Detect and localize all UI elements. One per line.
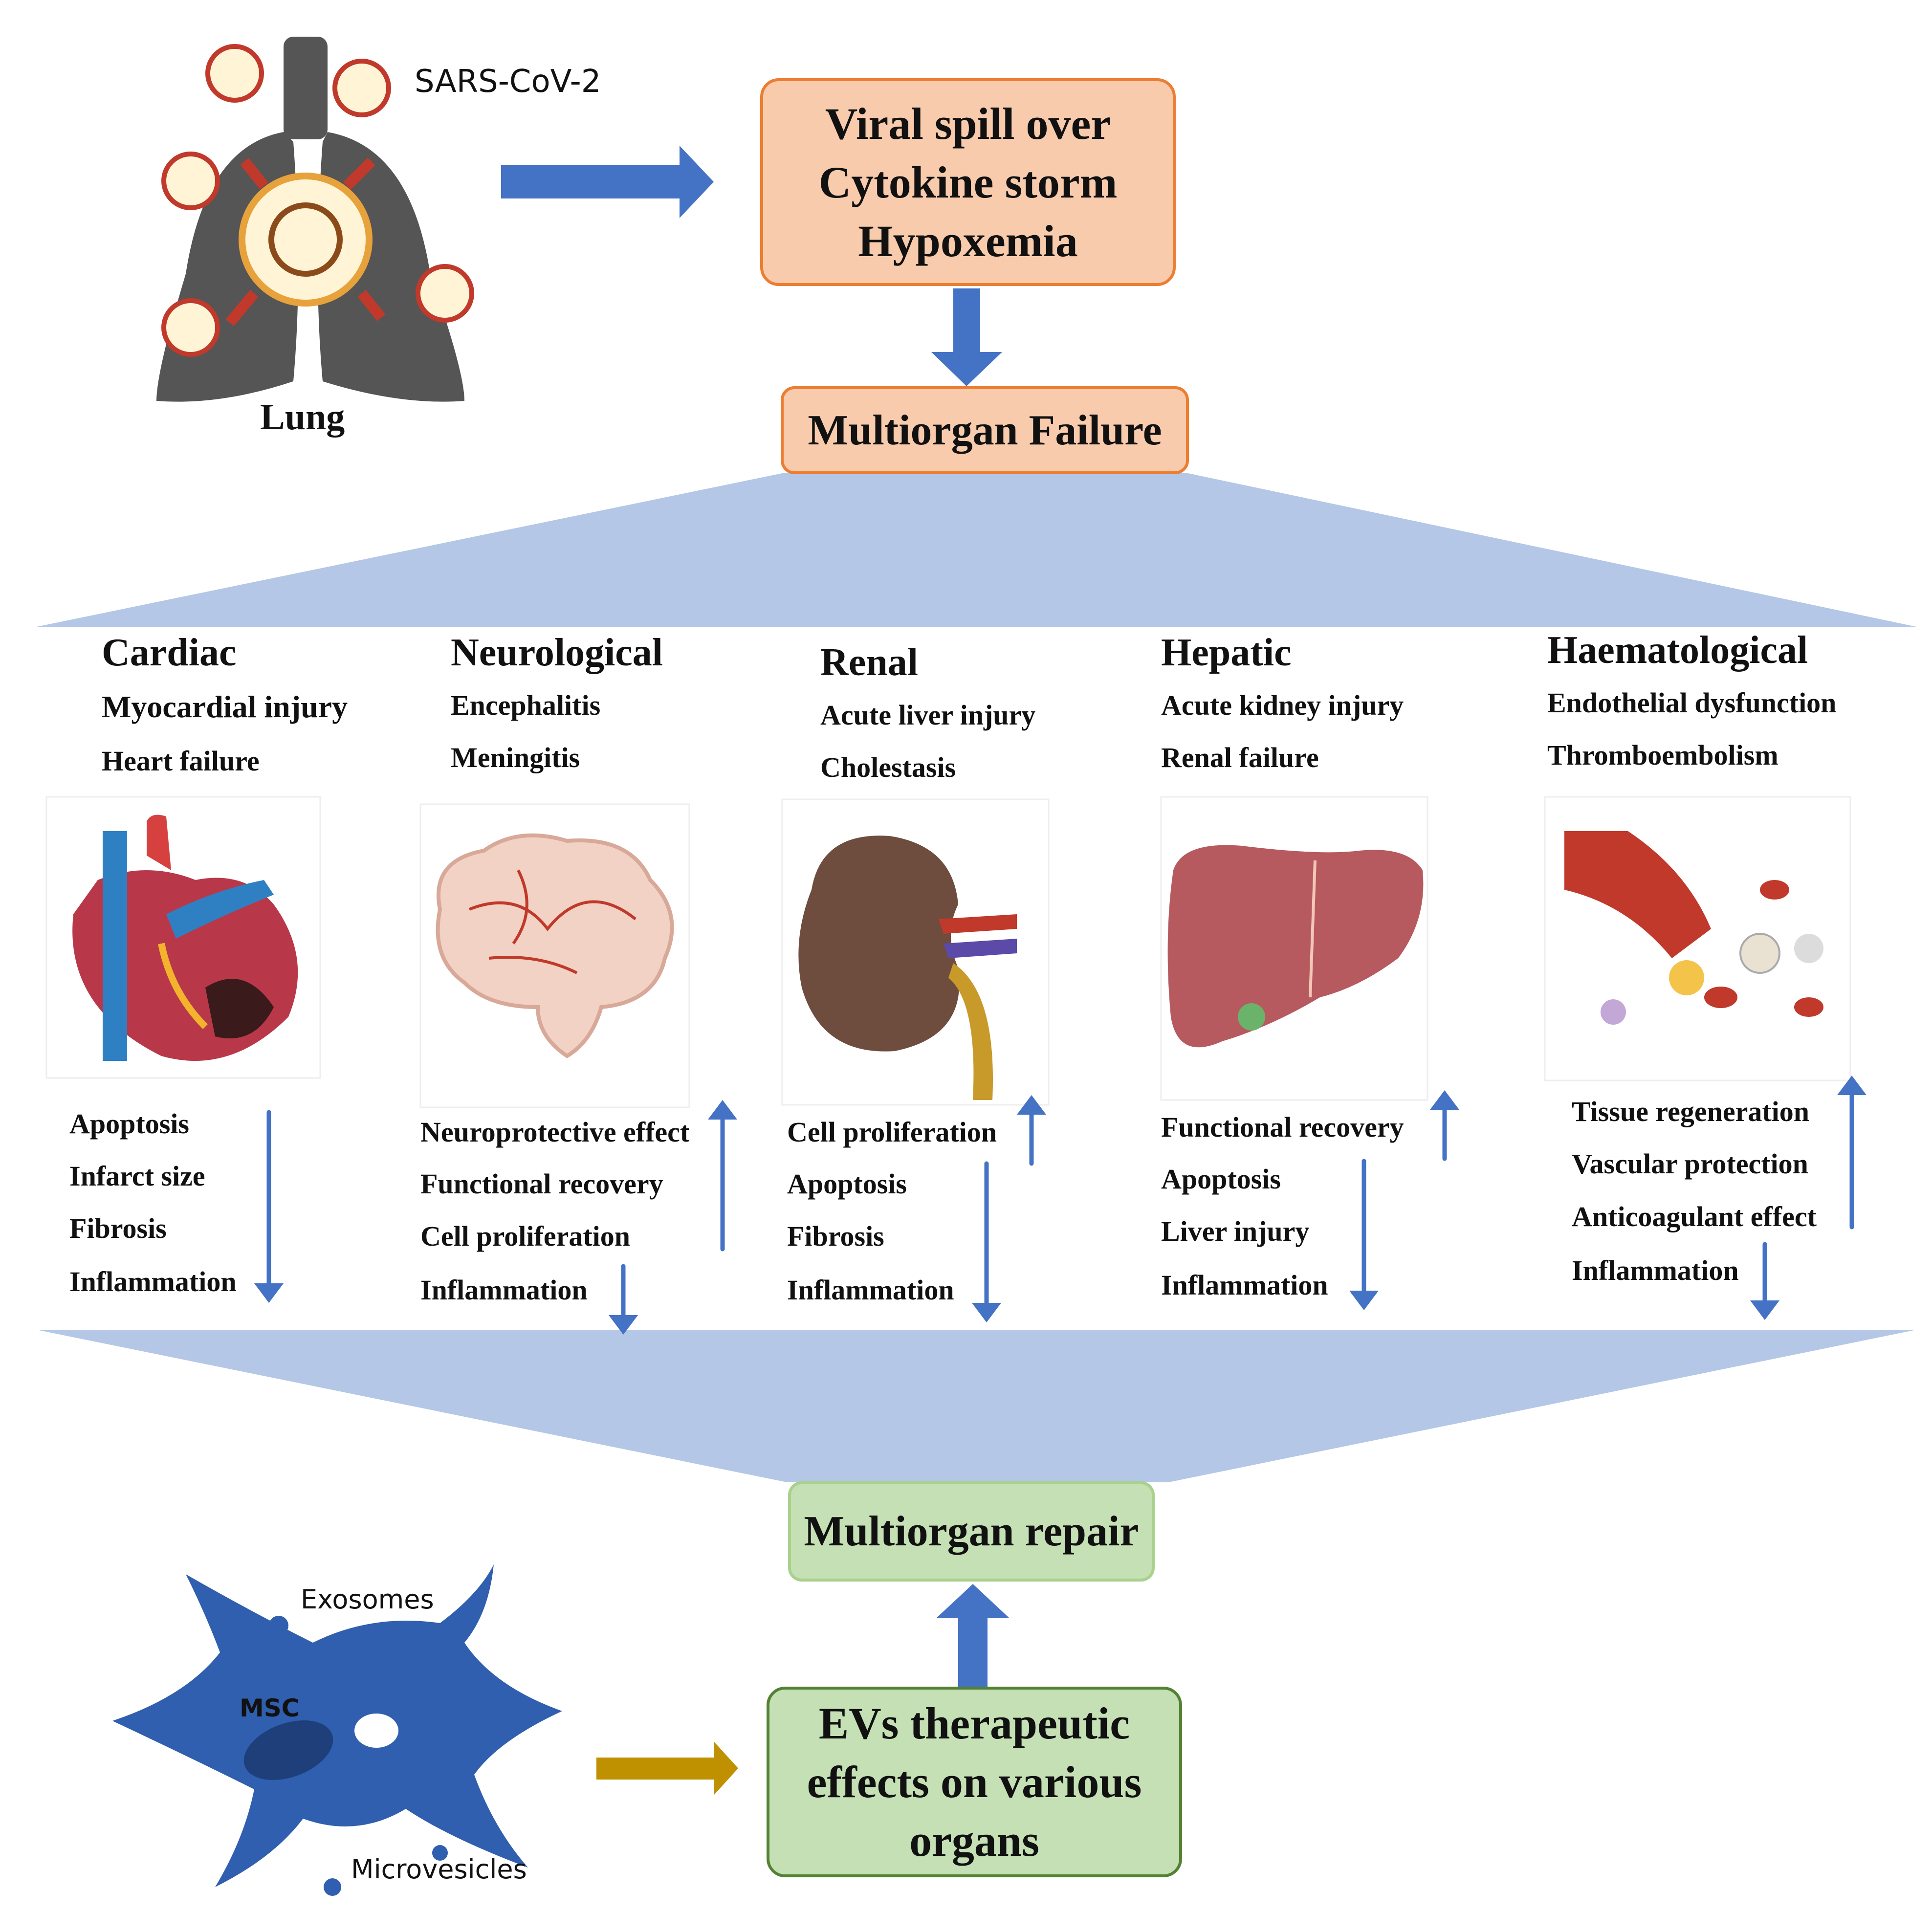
lung-label: Lung: [260, 396, 345, 438]
mechanism-line: Viral spill over: [825, 98, 1111, 149]
repair-box-label: Multiorgan repair: [804, 1508, 1139, 1555]
outcome-down: Inflammation: [1161, 1269, 1328, 1301]
organ-neurological: Neurological Encephalitis Meningitis: [451, 631, 663, 774]
ev-box-line: effects on various: [807, 1757, 1142, 1807]
organ-effect: Thromboembolism: [1547, 739, 1778, 771]
organ-effect: Meningitis: [451, 742, 580, 773]
heart-illustration: [45, 796, 321, 1079]
msc-label: MSC: [240, 1694, 300, 1722]
msc-illustration: [103, 1547, 592, 1902]
upper-funnel: [37, 473, 1916, 627]
failure-box-label: Multiorgan Failure: [808, 406, 1162, 454]
failure-box: Multiorgan Failure: [781, 386, 1189, 474]
ev-box: EVs therapeutic effects on various organ…: [767, 1687, 1182, 1877]
outcome-up: Tissue regeneration: [1572, 1096, 1810, 1127]
organ-effect: Endothelial dysfunction: [1547, 687, 1837, 719]
organ-hepatic: Hepatic Acute kidney injury Renal failur…: [1161, 631, 1404, 774]
mechanism-box: Viral spill over Cytokine storm Hypoxemi…: [760, 78, 1176, 286]
organ-effect: Cholestasis: [820, 751, 956, 783]
arrow-ev-to-repair: [936, 1584, 1010, 1687]
outcome-up: Cell proliferation: [787, 1116, 997, 1148]
organ-arrows: [266, 1085, 1854, 1325]
outcome-down: Liver injury: [1161, 1215, 1310, 1247]
organ-effect: Acute liver injury: [820, 699, 1036, 731]
organ-title: Neurological: [451, 631, 663, 674]
organ-title: Hepatic: [1161, 631, 1292, 674]
organ-effect: Acute kidney injury: [1161, 689, 1404, 721]
outcome-down: Inflammation: [787, 1274, 954, 1306]
organ-effect: Myocardial injury: [102, 689, 348, 724]
organ-title: Cardiac: [102, 631, 237, 674]
ev-box-line: organs: [909, 1816, 1039, 1866]
outcome-up: Neuroprotective effect: [420, 1116, 690, 1148]
organ-effect: Renal failure: [1161, 742, 1319, 773]
outcome-down: Inflammation: [1572, 1254, 1739, 1286]
outcome-up: Cell proliferation: [420, 1220, 631, 1252]
organ-title: Haematological: [1547, 629, 1808, 672]
arrow-msc-to-ev: [596, 1741, 738, 1795]
outcome-down: Fibrosis: [69, 1212, 167, 1244]
organ-effect: Encephalitis: [451, 689, 601, 721]
outcome-down: Fibrosis: [787, 1220, 884, 1252]
virus-label: SARS-CoV-2: [415, 64, 601, 100]
outcome-down: Inflammation: [420, 1274, 588, 1306]
kidney-illustration: [781, 798, 1050, 1106]
lung-illustration: [115, 28, 501, 422]
organ-haematological: Haematological Endothelial dysfunction T…: [1547, 628, 1836, 771]
lower-funnel: [37, 1330, 1916, 1482]
outcome-up: Anticoagulant effect: [1572, 1201, 1817, 1232]
outcome-up: Functional recovery: [1161, 1111, 1404, 1143]
mechanism-line: Cytokine storm: [818, 157, 1118, 207]
organ-cardiac: Cardiac Myocardial injury Heart failure: [102, 631, 348, 777]
brain-illustration: [419, 803, 690, 1108]
repair-box: Multiorgan repair: [788, 1481, 1155, 1582]
outcome-down: Apoptosis: [787, 1168, 907, 1200]
outcome-down: Apoptosis: [1161, 1163, 1281, 1195]
blood-vessel-illustration: [1544, 796, 1851, 1081]
mechanism-line: Hypoxemia: [858, 216, 1078, 266]
outcome-down: Infarct size: [69, 1160, 205, 1192]
organ-title: Renal: [820, 641, 918, 684]
organ-renal: Renal Acute liver injury Cholestasis: [820, 640, 1035, 784]
arrow-mechanism-to-failure: [931, 288, 1002, 386]
outcome-up: Vascular protection: [1572, 1148, 1808, 1180]
ev-box-line: EVs therapeutic: [818, 1698, 1130, 1748]
liver-illustration: [1160, 796, 1428, 1101]
outcome-down: Inflammation: [69, 1266, 237, 1297]
exosomes-label: Exosomes: [301, 1584, 434, 1615]
arrow-lung-to-mechanism: [484, 146, 714, 218]
outcome-up: Functional recovery: [420, 1168, 663, 1200]
organ-effect: Heart failure: [102, 745, 260, 777]
microvesicles-label: Microvesicles: [351, 1854, 527, 1885]
outcome-down: Apoptosis: [69, 1108, 189, 1140]
